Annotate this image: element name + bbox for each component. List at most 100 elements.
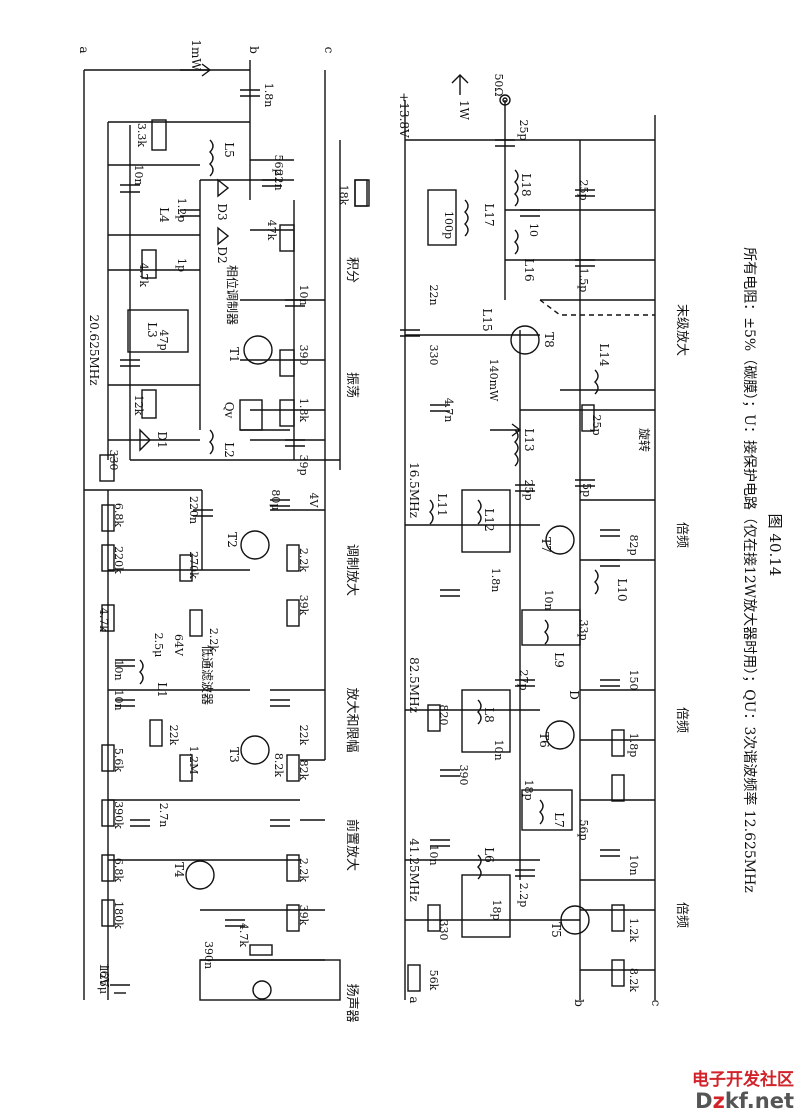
upper-component-value-27: 39k [297,595,310,616]
lower-frequency-0: 41.25MHz [407,838,421,901]
upper-component-value-42: 10n [297,284,310,305]
upper-stage-label-4: 振荡 [344,372,359,398]
lower-transistor-0: T5 [549,922,563,938]
lower-component-value-1: 330 [437,920,450,941]
figure-caption: 图 40.14 [766,514,784,577]
upper-component-value-26: 39k [297,905,310,926]
crystal-label: Qv [222,402,236,419]
upper-inductor-0: L1 [155,682,169,698]
lower-component-value-5: 1.2k [627,918,640,942]
upper-component-value-24: 22k [297,725,310,746]
lower-component-value-19: 1.8n [489,568,502,593]
upper-inductor-4: L5 [222,142,236,158]
lower-inductor-11: L17 [482,203,496,226]
lower-component-value-3: 18p [490,899,503,920]
lower-transistor-3: T8 [542,332,556,348]
lower-diode-label: D [567,690,581,700]
upper-component-value-40: 18k [337,185,350,206]
lower-component-value-21: 5p [580,483,593,497]
lower-stage-label-2: 倍频 [674,522,689,548]
lower-component-value-0: 56k [427,970,440,991]
upper-component-value-11: 10n [112,659,125,680]
upper-frequency-label: 20.625MHz [87,314,101,385]
upper-component-value-19: 220n [187,496,200,524]
lower-transistor-2: T7 [539,537,553,553]
lower-component-value-29: 25p [577,179,590,200]
upper-component-value-6: 2.7n [157,803,170,828]
lower-inductor-0: L6 [482,847,496,863]
upper-transistor-0: T1 [227,347,241,363]
upper-stage-label-1: 前置放大 [344,819,360,871]
upper-node-1: b [247,46,261,54]
upper-component-value-12: 4.7k [97,608,110,632]
lower-component-value-16: 10n [542,589,555,610]
watermark-logo: 电子开发社区 Dzkf.net [692,1070,794,1113]
upper-node-2: c [322,47,336,54]
drive-power-label: 140mW [487,359,500,402]
lower-node-0: a [407,996,421,1003]
upper-stage-label-5: 积分 [344,257,359,283]
upper-supply-label: 16V [97,963,111,987]
lower-inductor-10: L16 [522,258,536,281]
upper-transistor-1: T2 [225,532,239,548]
upper-component-value-14: 64V [172,634,185,657]
lower-transistor-1: T6 [537,732,551,748]
lower-stage-label-3: 末级放大 [674,304,689,356]
upper-component-value-34: 1.2p [175,198,188,223]
lower-component-value-17: 33p [577,619,590,640]
lower-frequency-2: 16.5MHz [407,462,421,518]
lower-component-value-7: 10n [627,854,640,875]
lower-component-value-15: 150 [627,670,640,691]
upper-diode-1: D2 [215,246,229,263]
upper-component-value-31: 47p [157,329,170,350]
upper-inductor-3: L4 [157,207,171,223]
upper-component-value-25: 2.2k [297,858,310,882]
figure-note: 所有电阻：±5%（碳膜）；U：接保护电路（仅在接12W放大器时用）；QU：3次谐… [741,247,758,892]
upper-component-value-20: 80μ [269,489,282,510]
upper-component-value-16: 270k [187,551,200,579]
upper-component-value-28: 2.2k [297,548,310,572]
upper-component-value-4: 4.7k [237,923,250,947]
lower-component-value-28: 1.5p [577,268,590,293]
upper-component-value-38: 22n [272,169,285,190]
lower-inductor-3: L9 [552,652,566,668]
phase-modulator-label: 相位调制器 [225,265,240,325]
upper-component-value-22: 8.2k [272,753,285,777]
upper-stage-label-2: 放大和限幅 [344,687,359,752]
upper-component-value-18: 6.8k [112,503,125,527]
upper-component-value-13: 2.5μ [152,633,165,658]
upper-stage-label-3: 调制放大 [344,544,359,596]
upper-component-value-0: 125μ [97,966,110,994]
upper-component-value-21: 4V [307,493,320,509]
upper-stage-label-0: 扬声器 [344,983,359,1022]
low-pass-filter-label: 低通滤波器 [200,645,214,705]
rotate-label: 旋转 [637,428,652,452]
upper-component-value-29: 330 [107,450,120,471]
upper-component-value-30: 12k [132,395,145,416]
lower-inductor-8: L14 [597,343,611,367]
upper-component-value-33: 1p [175,258,188,272]
upper-component-value-10: 10n [112,689,125,710]
upper-component-value-9: 22k [167,725,180,746]
upper-component-value-2: 6.8k [112,858,125,882]
lower-component-value-30: 25p [517,119,530,140]
lower-inductor-12: L18 [519,173,533,196]
upper-node-0: a [77,46,91,53]
upper-component-value-7: 5.6k [112,748,125,772]
lower-component-value-18: 82p [627,534,640,555]
upper-component-value-45: 39p [297,454,310,475]
upper-component-value-32: 4.7k [137,263,150,287]
upper-component-value-36: 10n [132,164,145,185]
lower-component-value-26: 100p [442,211,455,239]
lower-component-value-4: 2.2p [517,883,530,908]
upper-circuit [83,60,370,1001]
upper-component-value-44: 1.8k [297,398,310,422]
lower-component-value-2: 10n [427,844,440,865]
lower-component-value-20: 25p [522,479,535,500]
upper-component-value-35: 3.3k [135,123,148,147]
upper-component-value-41: 1.8n [262,83,275,108]
upper-transistor-2: T3 [227,747,241,763]
lower-component-value-27: 10 [527,223,540,237]
upper-component-value-15: 2.2k [207,628,220,652]
